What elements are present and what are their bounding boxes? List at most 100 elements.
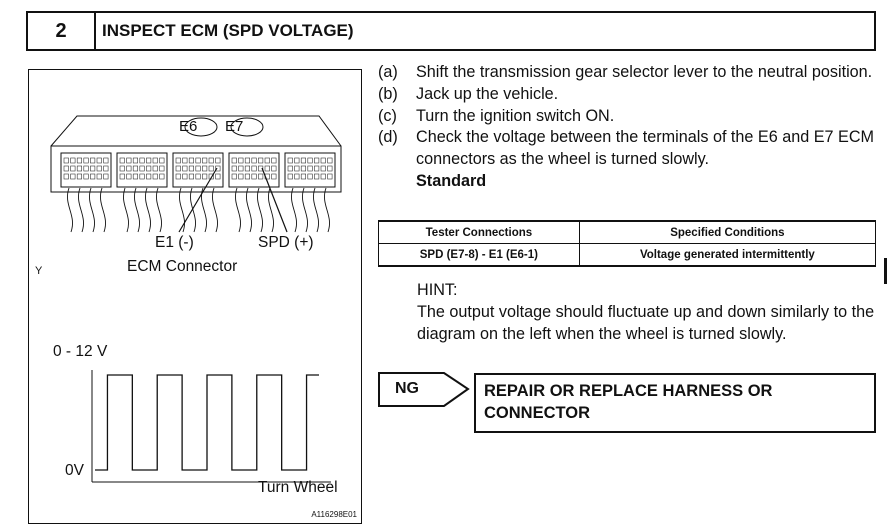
connector-pin: [126, 173, 132, 180]
e1-probe-line: [178, 167, 218, 233]
step-text: Turn the ignition switch ON.: [416, 106, 615, 125]
connector-pin: [126, 157, 132, 164]
connector-tag-e7: E7: [225, 118, 244, 135]
connector-pin: [182, 157, 188, 164]
connector-pin: [320, 165, 326, 172]
wire: [313, 187, 319, 233]
connector-pin: [195, 165, 201, 172]
connector-pin: [175, 173, 181, 180]
ecm-housing: [50, 115, 342, 147]
step-text: Check the voltage between the terminals …: [416, 128, 875, 169]
connector-pin: [287, 157, 293, 164]
step-letter: (b): [378, 84, 398, 103]
connector-pin: [175, 157, 181, 164]
connector-pin: [188, 157, 194, 164]
connector-pin: [238, 157, 244, 164]
ng-arrow-shape: [378, 372, 470, 407]
connector-tag-e6: E6: [179, 118, 198, 135]
step-d: (d) Check the voltage between the termin…: [378, 127, 878, 171]
connector-pin: [307, 157, 313, 164]
wire: [190, 187, 196, 233]
connector-pin: [76, 165, 83, 172]
connector-pin: [146, 165, 152, 172]
wire: [257, 187, 263, 233]
connector-pin: [215, 165, 221, 172]
connector-pin: [287, 173, 293, 180]
voltage-low-label: 0V: [65, 462, 84, 479]
connector-pin: [63, 165, 69, 172]
ng-arrow-box: [378, 372, 470, 407]
standard-label: Standard: [416, 171, 487, 190]
repair-action-box: REPAIR OR REPLACE HARNESS OR CONNECTOR: [474, 373, 876, 433]
connector-pin: [90, 165, 96, 172]
connector-pin: [182, 173, 188, 180]
wire: [134, 187, 140, 233]
connector-pin: [300, 157, 307, 164]
connector-pin: [208, 157, 214, 164]
table-cell: Voltage generated intermittently: [578, 243, 877, 267]
step-c: (c) Turn the ignition switch ON.: [378, 106, 878, 128]
connector-pin: [271, 165, 277, 172]
connector-pin: [258, 165, 264, 172]
connector-pin: [320, 157, 326, 164]
connector-pin: [63, 157, 69, 164]
connector-pin: [208, 173, 214, 180]
wire: [268, 187, 274, 233]
connector-pin: [294, 165, 300, 172]
connector-block: [172, 152, 224, 188]
connector-pin: [202, 157, 208, 164]
ng-label: NG: [395, 380, 419, 397]
connector-pin: [327, 157, 333, 164]
connector-pin: [231, 173, 237, 180]
connector-pin: [146, 157, 152, 164]
connector-pin: [70, 157, 76, 164]
connector-pin: [132, 165, 138, 172]
table-header-row: Tester Connections Specified Conditions: [378, 220, 877, 244]
connector-pin: [314, 173, 320, 180]
connector-pin: [70, 165, 76, 172]
connector-pin: [76, 157, 83, 164]
connector-pin: [90, 173, 96, 180]
hint-label: HINT:: [417, 281, 458, 299]
connector-pin: [231, 165, 237, 172]
connector-pin: [119, 157, 125, 164]
connector-pin: [314, 157, 320, 164]
connector-pin: [152, 173, 158, 180]
connector-pin: [300, 165, 307, 172]
connector-pin: [119, 173, 125, 180]
connector-block: [284, 152, 336, 188]
connector-blocks: [60, 152, 336, 188]
specification-table: Tester Connections Specified Conditions …: [378, 220, 877, 267]
connector-pin: [159, 165, 165, 172]
connector-pin: [327, 165, 333, 172]
wire: [179, 187, 185, 233]
step-a: (a) Shift the transmission gear selector…: [378, 62, 878, 84]
wire-harness: [67, 187, 330, 233]
connector-pin: [96, 157, 102, 164]
connector-pin: [139, 157, 145, 164]
wire: [145, 187, 151, 233]
y-mark: Y: [35, 265, 43, 277]
table-row: SPD (E7-8) - E1 (E6-1) Voltage generated…: [378, 243, 877, 267]
connector-pin: [238, 165, 244, 172]
connector-pin: [139, 173, 145, 180]
wire: [156, 187, 162, 233]
connector-pin: [159, 157, 165, 164]
connector-pin: [188, 173, 194, 180]
connector-pin: [215, 173, 221, 180]
connector-pin: [182, 165, 188, 172]
connector-block: [116, 152, 168, 188]
connector-pin: [152, 157, 158, 164]
connector-pin: [139, 165, 145, 172]
connector-tag-e6-ring: [184, 117, 218, 137]
figure-code: A116298E01: [311, 510, 357, 519]
wire: [324, 187, 330, 233]
column-header: Tester Connections: [378, 220, 580, 244]
connector-block: [228, 152, 280, 188]
wire: [201, 187, 207, 233]
connector-pin: [188, 165, 194, 172]
connector-pin: [202, 165, 208, 172]
wire: [291, 187, 297, 233]
connector-pin: [132, 173, 138, 180]
repair-action-line: CONNECTOR: [484, 404, 591, 422]
